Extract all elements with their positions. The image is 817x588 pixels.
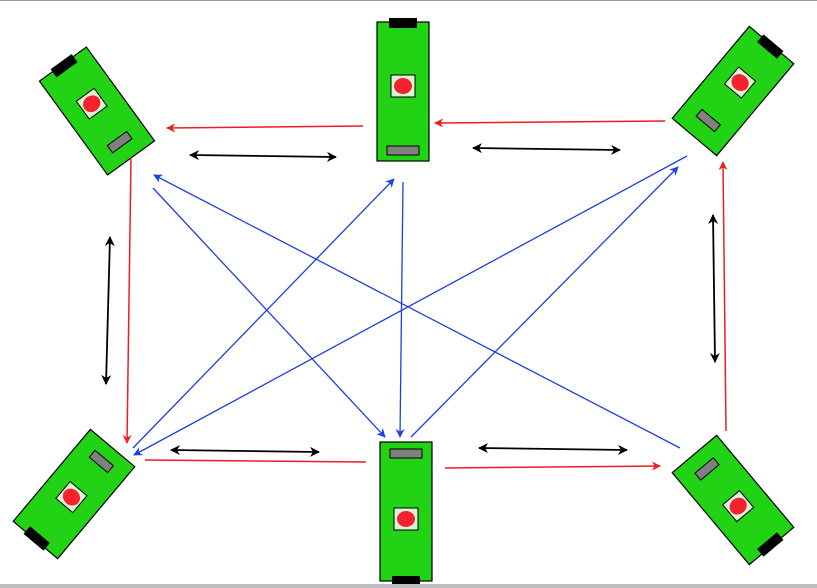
link-top-center-to-bottom-center [395, 181, 405, 438]
link-top-right-to-bottom-left [133, 155, 688, 456]
robot-bumper [757, 34, 784, 59]
robot-panel [386, 145, 420, 156]
robot-panel [695, 108, 722, 133]
robot-bumper [23, 526, 50, 551]
robot-top-right [671, 25, 795, 157]
robot-panel [389, 448, 423, 459]
robot-panel [106, 130, 133, 154]
robot-top-left [38, 46, 156, 176]
robot-panel [694, 457, 720, 481]
top-border [0, 0, 817, 1]
robot-bumper [50, 54, 78, 78]
robot-sensor-dot [62, 488, 81, 506]
robot-sensor-dot [729, 497, 747, 515]
robot-bumper [392, 576, 420, 586]
link-bottom-left-bottom-center [170, 445, 320, 457]
robot-bottom-right [671, 434, 795, 566]
link-bottom-right-to-top-left [153, 174, 681, 449]
link-top-center-to-top-left [166, 123, 364, 133]
cross-links [132, 155, 688, 456]
robot-bottom-left [12, 428, 136, 560]
forward-links [122, 118, 728, 471]
robot-top-center [376, 18, 430, 162]
robot-bumper [757, 532, 784, 557]
bottom-border [0, 584, 817, 588]
link-bottom-right-to-top-right [718, 161, 728, 432]
robot-sensor-dot [83, 95, 101, 113]
robot-bottom-center [379, 441, 433, 586]
link-bottom-center-to-top-right [410, 166, 679, 438]
link-top-left-to-bottom-left [122, 156, 132, 444]
robot-sensor-dot [731, 74, 749, 92]
link-top-left-bottom-left [101, 236, 115, 385]
link-top-left-top-center [189, 150, 337, 162]
link-bottom-left-to-top-center [132, 178, 395, 449]
link-top-right-to-top-center [434, 118, 666, 128]
link-top-right-bottom-right [708, 214, 720, 363]
link-top-center-top-right [472, 143, 621, 155]
link-bottom-center-to-bottom-right [444, 461, 661, 471]
robot-bumper [389, 18, 417, 28]
bidirectional-links [101, 143, 720, 457]
robot-sensor-dot [394, 78, 412, 94]
link-bottom-center-bottom-right [478, 443, 628, 455]
robot-panel [88, 449, 115, 474]
link-top-left-to-bottom-center [152, 187, 386, 438]
robot-sensor-dot [397, 511, 415, 527]
link-bottom-left-to-bottom-center [144, 459, 367, 463]
